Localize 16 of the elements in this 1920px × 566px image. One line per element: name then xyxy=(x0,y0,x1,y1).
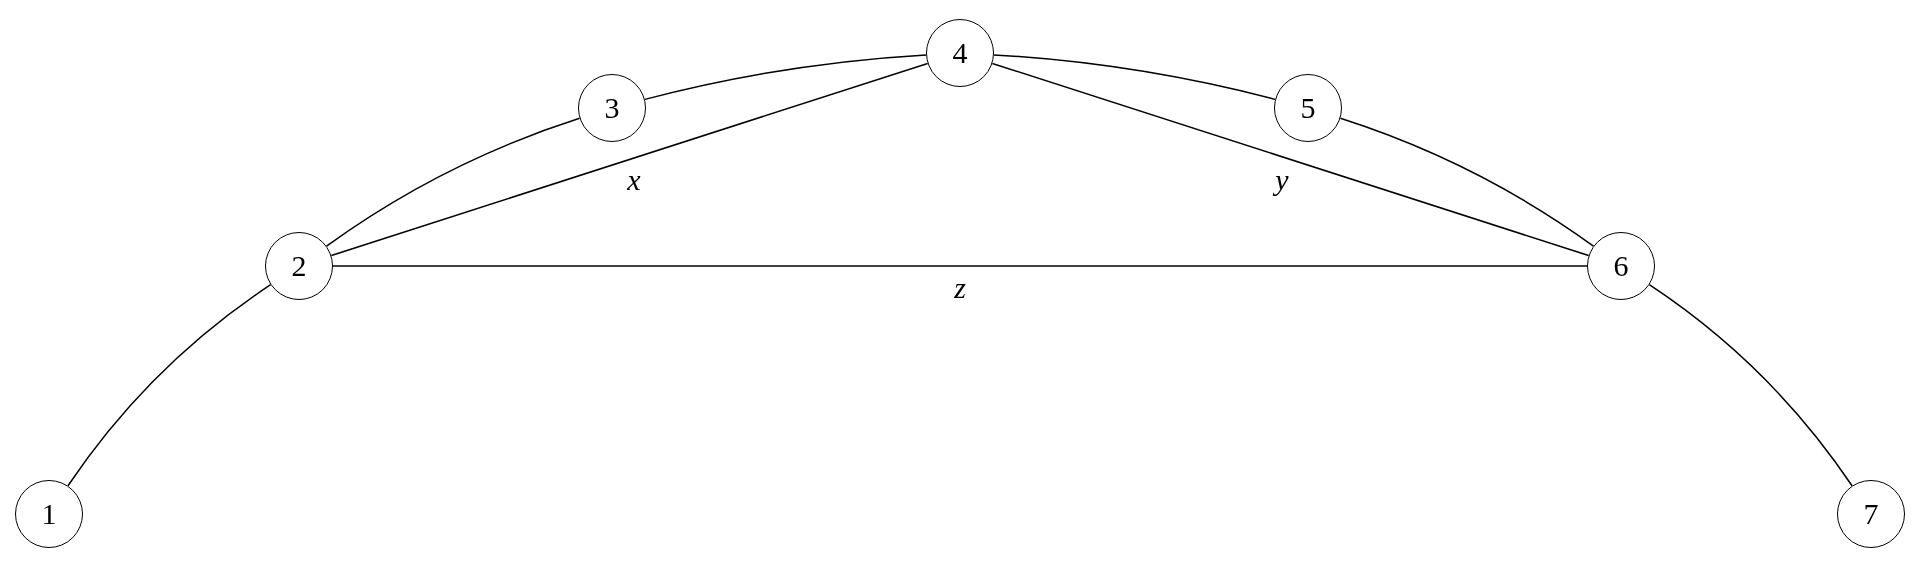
node-circle: 4 xyxy=(926,19,994,87)
edge-line xyxy=(1648,284,1853,487)
node-circle: 3 xyxy=(578,74,646,142)
edge-line xyxy=(644,54,927,101)
edge-line xyxy=(325,117,581,247)
edge-line xyxy=(1339,117,1595,247)
edge-line xyxy=(332,265,1588,267)
edge-line xyxy=(67,284,272,487)
edge-line xyxy=(330,62,929,257)
node-circle: 1 xyxy=(15,480,83,548)
node-circle: 2 xyxy=(265,232,333,300)
edge-line xyxy=(993,54,1276,101)
edge-line xyxy=(991,62,1590,257)
node-circle: 7 xyxy=(1837,480,1905,548)
node-circle: 6 xyxy=(1587,232,1655,300)
node-circle: 5 xyxy=(1274,74,1342,142)
